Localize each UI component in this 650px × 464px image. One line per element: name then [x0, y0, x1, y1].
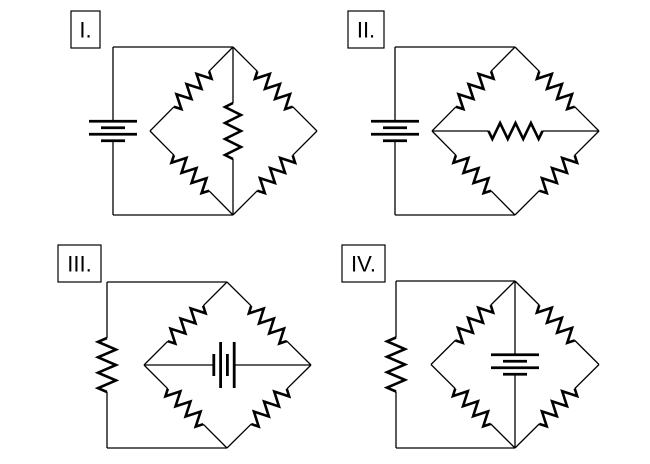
resistor [514, 364, 600, 449]
label-text: III. [67, 252, 91, 277]
resistor [226, 364, 312, 449]
resistor-zigzag [487, 120, 544, 142]
resistor-lead [490, 280, 516, 306]
resistor-lead [292, 130, 318, 156]
resistor-lead [143, 340, 169, 366]
resistor-lead [431, 106, 457, 132]
resistor-lead [514, 190, 540, 216]
resistor-lead [149, 130, 175, 156]
resistor [232, 46, 318, 132]
resistor-lead [232, 190, 258, 216]
circuit-label: III. [57, 244, 102, 283]
resistor-lead [490, 423, 516, 449]
battery [89, 47, 137, 215]
resistor [222, 47, 244, 215]
resistor [432, 120, 599, 142]
label-box [347, 10, 385, 49]
circuit-1: I. [70, 10, 318, 216]
resistor-zigzag [163, 388, 204, 429]
resistor-zigzag [534, 304, 576, 345]
resistor [232, 130, 318, 216]
resistor-zigzag [222, 101, 244, 161]
resistor [143, 364, 228, 449]
resistor-lead [490, 190, 516, 216]
resistor [149, 130, 234, 216]
resistor-lead [202, 281, 228, 307]
resistor-lead [143, 364, 169, 390]
circuit-2: II. [347, 10, 600, 216]
resistor-zigzag [454, 304, 496, 345]
resistor-zigzag [451, 154, 492, 196]
resistor-lead [490, 46, 516, 72]
battery [144, 342, 311, 388]
resistor-lead [574, 130, 600, 156]
label-box [341, 244, 386, 283]
resistor [149, 46, 234, 132]
resistor-zigzag [534, 70, 576, 112]
resistor-lead [430, 364, 456, 390]
battery [491, 281, 539, 448]
resistor-lead [202, 423, 228, 449]
resistor-lead [226, 281, 252, 307]
label-box [57, 244, 102, 283]
resistor-lead [208, 190, 234, 216]
resistor [383, 281, 409, 448]
label-text: I. [79, 18, 91, 43]
resistor [431, 130, 516, 216]
circuit-3: III. [57, 244, 312, 449]
battery [371, 47, 419, 215]
resistor-zigzag [246, 305, 288, 346]
resistor-lead [149, 106, 175, 132]
resistor-lead [286, 364, 312, 390]
label-box [70, 10, 101, 49]
resistor-zigzag [450, 388, 492, 429]
resistor [143, 281, 228, 366]
resistor-lead [208, 46, 234, 72]
resistor-zigzag [173, 70, 214, 112]
resistor-lead [431, 130, 457, 156]
resistor [431, 46, 516, 132]
resistor [514, 280, 600, 365]
resistor-zigzag [169, 154, 210, 196]
resistor [226, 281, 312, 366]
resistor [514, 130, 600, 216]
resistor-zigzag [94, 336, 120, 394]
resistor-zigzag [256, 154, 298, 196]
resistor-lead [574, 364, 600, 390]
circuit-label: II. [347, 10, 385, 49]
resistor-lead [430, 339, 456, 365]
resistor [514, 46, 600, 132]
circuit-label: IV. [341, 244, 386, 283]
resistor-lead [514, 423, 540, 449]
circuit-4: IV. [341, 244, 600, 449]
resistor-lead [232, 46, 258, 72]
resistor-zigzag [538, 154, 580, 196]
resistor-lead [514, 280, 540, 306]
label-text: IV. [351, 252, 376, 277]
resistor-zigzag [250, 388, 292, 429]
resistor-zigzag [455, 70, 496, 112]
resistor-lead [286, 340, 312, 366]
resistor-zigzag [383, 336, 409, 393]
label-text: II. [357, 18, 375, 43]
circuit-label: I. [70, 10, 101, 49]
resistor [430, 364, 516, 449]
resistor-lead [292, 106, 318, 132]
resistor-zigzag [252, 70, 294, 112]
resistor-lead [226, 423, 252, 449]
resistor [430, 280, 516, 365]
resistor-zigzag [167, 305, 208, 346]
resistor-lead [514, 46, 540, 72]
resistor-lead [574, 106, 600, 132]
resistor [94, 282, 120, 448]
resistor-zigzag [538, 388, 580, 429]
resistor-lead [574, 339, 600, 365]
